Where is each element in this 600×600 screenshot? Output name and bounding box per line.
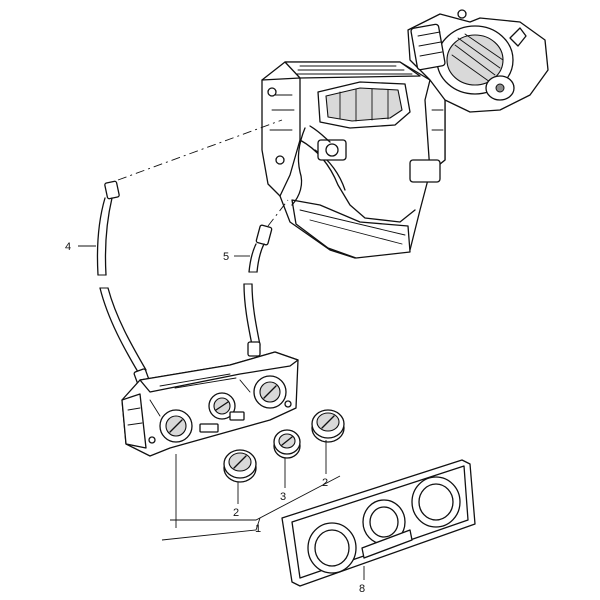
callout-1: 1 xyxy=(255,523,261,535)
knob-right xyxy=(311,409,345,443)
knob-middle xyxy=(273,429,301,459)
callout-3: 3 xyxy=(280,491,286,503)
callout-8: 8 xyxy=(359,583,365,595)
control-unit xyxy=(121,351,299,457)
control-cable-5 xyxy=(243,199,289,357)
callout-2-right: 2 xyxy=(322,477,328,489)
heater-housing xyxy=(261,61,446,259)
leader-lines xyxy=(78,245,365,580)
callout-2-left: 2 xyxy=(233,507,239,519)
trim-panel xyxy=(281,459,476,587)
control-cable-4 xyxy=(96,119,283,388)
blower-motor xyxy=(407,9,549,113)
callout-4: 4 xyxy=(65,241,71,253)
callout-5: 5 xyxy=(223,251,229,263)
knob-left xyxy=(223,449,257,483)
